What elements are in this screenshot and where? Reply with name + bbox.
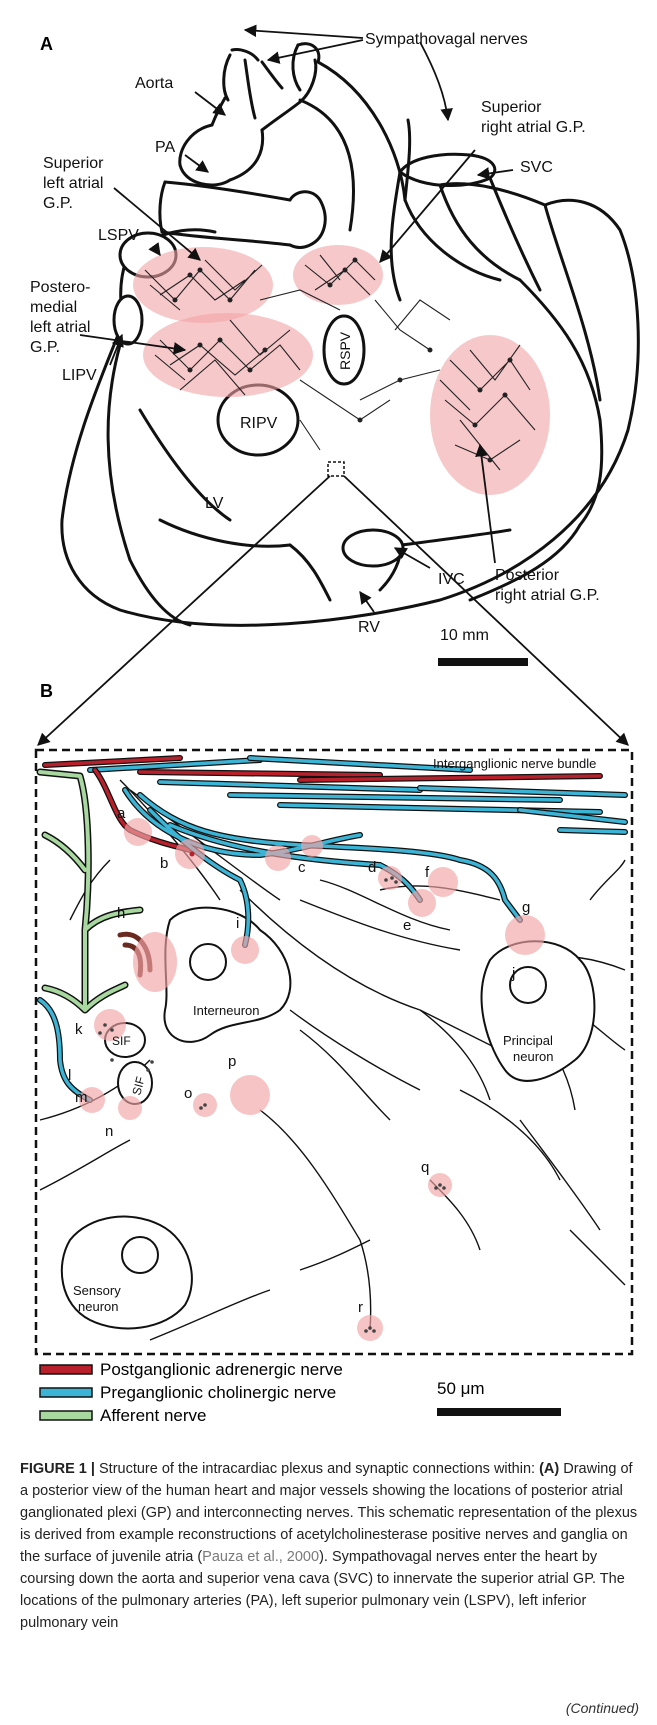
caption-text-3: ). Sympathovagal nerves enter the heart … xyxy=(20,1549,625,1631)
caption-text-1: Structure of the intracardiac plexus and… xyxy=(94,1461,540,1477)
label-rv: RV xyxy=(358,619,380,636)
label-o: o xyxy=(184,1085,192,1102)
label-posteromedial-2: medial xyxy=(30,299,77,316)
label-superior-left-1: Superior xyxy=(43,155,104,172)
lipv-vessel xyxy=(112,294,144,346)
label-n: n xyxy=(105,1123,113,1140)
label-svc: SVC xyxy=(520,159,553,176)
label-c: c xyxy=(298,859,306,876)
panel-b: B xyxy=(34,681,634,1425)
label-lspv: LSPV xyxy=(98,227,139,244)
sensory-neuron-soma xyxy=(60,1215,193,1330)
cholinergic-nerves xyxy=(37,787,523,1103)
scale-bar-b xyxy=(437,1408,561,1416)
superior-left-gp xyxy=(133,247,273,323)
label-superior-right-1: Superior xyxy=(481,99,542,116)
legend-label-afferent: Afferent nerve xyxy=(100,1406,206,1425)
nerve-bundle xyxy=(42,755,628,835)
label-interneuron: Interneuron xyxy=(193,1003,260,1018)
legend: Postganglionic adrenergic nerve Pregangl… xyxy=(39,1360,561,1425)
label-q: q xyxy=(421,1159,429,1176)
panel-b-letter: B xyxy=(40,681,53,701)
label-a: a xyxy=(117,805,126,822)
label-principal-2: neuron xyxy=(513,1049,553,1064)
caption-continued: (Continued) xyxy=(565,1700,639,1716)
caption-a-ref: (A) xyxy=(539,1461,560,1477)
label-b: b xyxy=(160,855,168,872)
label-posteromedial-1: Postero- xyxy=(30,279,90,296)
neurons xyxy=(60,906,596,1330)
label-posterior-right-2: right atrial G.P. xyxy=(495,587,600,604)
label-sif2: SIF xyxy=(129,1075,147,1097)
panel-b-labels: Interganglionic nerve bundle Interneuron… xyxy=(68,756,596,1316)
label-i: i xyxy=(236,915,239,932)
label-principal-1: Principal xyxy=(503,1033,553,1048)
ivc-vessel xyxy=(341,528,405,568)
panel-a-letter: A xyxy=(40,34,53,54)
label-j: j xyxy=(511,965,515,982)
rspv-vessel xyxy=(322,314,366,386)
label-pa: PA xyxy=(155,139,175,156)
panel-b-frame xyxy=(34,748,634,1356)
panel-a: A xyxy=(30,24,640,666)
label-m: m xyxy=(75,1089,88,1106)
synapse-dots xyxy=(98,851,446,1333)
label-aorta: Aorta xyxy=(135,75,173,92)
sensory-neuron-nucleus xyxy=(121,1236,159,1274)
synapse-halos xyxy=(79,818,545,1341)
label-ripv: RIPV xyxy=(240,415,278,432)
label-sensory-2: neuron xyxy=(78,1299,118,1314)
label-sif1: SIF xyxy=(112,1034,131,1048)
label-p: p xyxy=(228,1053,236,1070)
principal-neuron-soma xyxy=(480,940,596,1082)
label-superior-left-2: left atrial xyxy=(43,175,103,192)
label-f: f xyxy=(425,864,430,881)
principal-neuron-nucleus xyxy=(509,966,547,1004)
label-superior-right-2: right atrial G.P. xyxy=(481,119,586,136)
label-l: l xyxy=(68,1067,71,1084)
legend-swatch-afferent xyxy=(39,1410,93,1421)
label-k: k xyxy=(75,1021,83,1038)
interneuron-soma xyxy=(163,906,292,1043)
label-posteromedial-4: G.P. xyxy=(30,339,60,356)
caption-figure-label: FIGURE 1 | xyxy=(20,1461,95,1477)
label-scale-a: 10 mm xyxy=(440,627,489,644)
inset-box xyxy=(327,461,345,477)
label-posteromedial-3: left atrial xyxy=(30,319,90,336)
label-scale-b: 50 μm xyxy=(437,1379,485,1398)
panel-a-labels: Sympathovagal nerves Aorta PA Superior l… xyxy=(30,31,600,644)
label-g: g xyxy=(522,899,530,916)
label-e: e xyxy=(403,917,411,934)
ganglion-dots xyxy=(172,257,513,463)
label-bundle: Interganglionic nerve bundle xyxy=(433,756,596,771)
caption-citation-link[interactable]: Pauza et al., 2000 xyxy=(202,1549,320,1565)
scale-bar-a xyxy=(438,658,528,666)
label-superior-left-3: G.P. xyxy=(43,195,73,212)
legend-label-adrenergic: Postganglionic adrenergic nerve xyxy=(100,1360,343,1379)
zoom-lines xyxy=(37,475,629,746)
label-rspv: RSPV xyxy=(337,331,353,370)
afferent-nerve xyxy=(36,768,153,1014)
label-h: h xyxy=(117,905,125,922)
label-d: d xyxy=(368,859,376,876)
label-sensory-1: Sensory xyxy=(73,1283,121,1298)
label-sympathovagal: Sympathovagal nerves xyxy=(365,31,528,48)
posterior-right-gp xyxy=(430,335,550,495)
legend-swatch-cholinergic xyxy=(39,1387,93,1398)
label-lv: LV xyxy=(205,495,224,512)
legend-label-cholinergic: Preganglionic cholinergic nerve xyxy=(100,1383,336,1402)
caption-text-2: Drawing of a posterior view of the human… xyxy=(20,1461,638,1565)
figure-caption: FIGURE 1 | Structure of the intracardiac… xyxy=(20,1458,640,1634)
legend-swatch-adrenergic xyxy=(39,1364,93,1375)
label-lipv: LIPV xyxy=(62,367,97,384)
posteromedial-left-gp xyxy=(143,313,313,397)
interneuron-nucleus xyxy=(189,943,227,981)
label-posterior-right-1: Posterior xyxy=(495,567,560,584)
panel-a-arrows xyxy=(79,24,514,613)
label-r: r xyxy=(358,1299,363,1316)
